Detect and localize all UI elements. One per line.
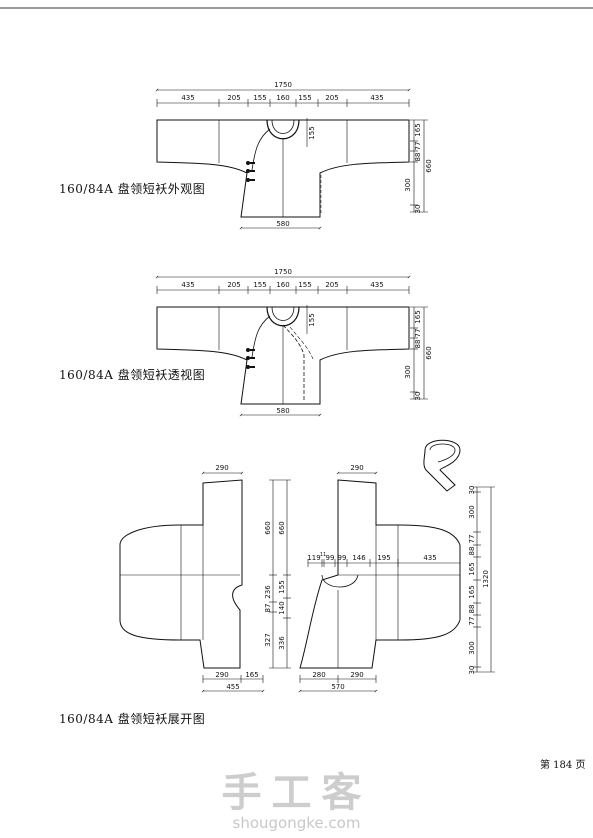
dim-right: 77	[414, 142, 422, 151]
dim-left-v: 336	[278, 636, 286, 650]
dim-collar-depth: 155	[308, 313, 316, 326]
dim-seg: 160	[276, 281, 289, 289]
dim-left-bottom: 290	[215, 671, 228, 679]
dim-seg: 205	[227, 281, 240, 289]
dim-right: 88	[414, 340, 422, 349]
dim-left-v: 660	[264, 521, 272, 534]
dim-side: 30	[468, 666, 476, 675]
page-number: 第 184 页	[540, 760, 586, 771]
dim-right: 30	[414, 205, 422, 214]
dim-side: 165	[468, 585, 476, 598]
dim-right: 77	[414, 329, 422, 338]
dim-left-bottom: 165	[245, 671, 258, 679]
dim-sleeve: 11	[320, 552, 326, 558]
dim-right: 660	[425, 346, 433, 359]
jacket-outline	[156, 119, 410, 218]
left-front-piece	[119, 479, 243, 669]
dim-left-v: 87	[264, 604, 272, 613]
dim-right: 30	[414, 392, 422, 401]
right-back-piece	[299, 479, 461, 669]
dim-side: 77	[468, 535, 476, 544]
dim-left-top: 290	[215, 464, 228, 472]
dim-left-v: 660	[278, 521, 286, 534]
knot-button-icon	[246, 348, 255, 369]
caption-flat-pattern: 160/84A 盘领短袄展开图	[59, 712, 206, 726]
round-collar	[266, 306, 300, 327]
dim-sleeve: 119	[307, 554, 320, 562]
dim-side: 77	[468, 617, 476, 626]
dim-seg: 155	[253, 94, 266, 102]
dim-left-v: 155	[278, 580, 286, 593]
dim-sleeve: 99	[338, 554, 347, 562]
collar-band-piece	[423, 439, 461, 492]
dim-right-top: 290	[350, 464, 363, 472]
neckline-curve	[321, 574, 359, 588]
round-collar	[266, 119, 300, 140]
dim-seg: 155	[298, 94, 311, 102]
dim-seg: 155	[298, 281, 311, 289]
dim-side: 30	[468, 486, 476, 495]
watermark-logo-text: 手工客	[221, 770, 372, 816]
dim-side: 165	[468, 562, 476, 575]
dim-right-bottom: 280	[312, 671, 325, 679]
dim-side: 300	[468, 641, 476, 654]
transparent-view-diagram: 1750 435 205 155 160 155 205 435 155	[155, 268, 433, 417]
dim-seg: 205	[325, 94, 338, 102]
flat-pattern-diagram: 290 660 236 87 327 660 155 140 336 290 1…	[119, 439, 495, 693]
exterior-view-diagram: 1750 435 205 155 160 155 205 435 155	[155, 81, 433, 230]
dim-seg: 435	[181, 94, 194, 102]
watermark-url: shougongke.com	[232, 814, 361, 832]
hidden-placket-line	[282, 324, 305, 402]
dim-seg: 435	[370, 94, 383, 102]
dim-sleeve: 435	[423, 554, 436, 562]
dim-hem-width: 580	[276, 220, 289, 228]
dim-right: 660	[425, 159, 433, 172]
dim-right-bottom-total: 570	[331, 683, 344, 691]
caption-exterior-view: 160/84A 盘领短袄外观图	[59, 182, 206, 196]
dim-side: 300	[468, 505, 476, 518]
dim-left-bottom-total: 455	[226, 683, 239, 691]
dim-side: 88	[468, 605, 476, 614]
dim-right: 165	[414, 310, 422, 323]
dim-seg: 160	[276, 94, 289, 102]
dim-side-overall: 1320	[482, 570, 490, 588]
dim-sleeve: 146	[352, 554, 366, 562]
dim-side: 88	[468, 547, 476, 556]
dim-seg: 205	[325, 281, 338, 289]
dim-seg: 435	[181, 281, 194, 289]
knot-button-icon	[246, 161, 255, 182]
dim-left-v: 236	[264, 585, 272, 599]
dim-collar-depth: 155	[308, 126, 316, 139]
dim-seg: 205	[227, 94, 240, 102]
watermark: 手工客 shougongke.com	[0, 760, 593, 832]
dim-right: 165	[414, 123, 422, 136]
dim-left-v: 327	[264, 633, 272, 646]
dim-seg: 435	[370, 281, 383, 289]
jacket-outline	[156, 306, 410, 405]
dim-seg: 155	[253, 281, 266, 289]
dim-sleeve: 99	[326, 554, 335, 562]
dim-sleeve: 195	[377, 554, 390, 562]
caption-transparent-view: 160/84A 盘领短袄透视图	[59, 368, 206, 382]
dim-right: 300	[404, 178, 412, 191]
dim-hem-width: 580	[276, 407, 289, 415]
dim-right: 300	[404, 365, 412, 378]
dim-left-v: 140	[278, 601, 286, 614]
dim-total-width: 1750	[274, 81, 292, 89]
dim-right: 88	[414, 153, 422, 162]
dim-right-bottom: 290	[350, 671, 363, 679]
dim-total-width: 1750	[274, 268, 292, 276]
